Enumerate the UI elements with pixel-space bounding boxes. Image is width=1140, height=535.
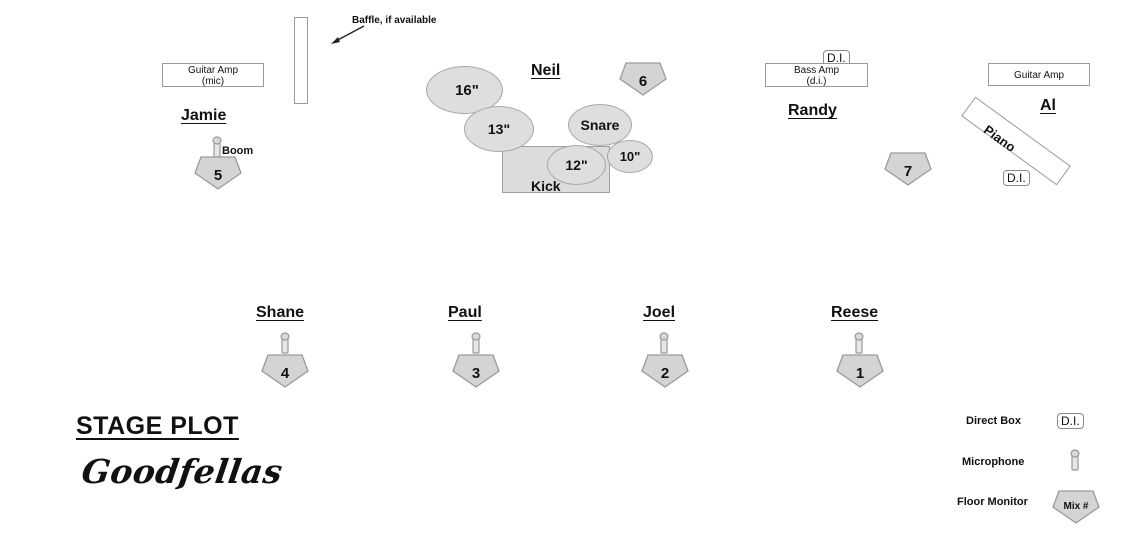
stage-plot-title: STAGE PLOT (76, 412, 239, 440)
baffle (294, 17, 308, 104)
direct-box-bass: D.I. (823, 50, 850, 66)
musician-joel: Joel (643, 304, 676, 321)
legend-floor-monitor-icon: Mix # (1052, 490, 1100, 524)
musician-jamie: Jamie (181, 107, 227, 124)
snare-drum: Snare (568, 104, 632, 146)
microphone-icon (280, 332, 290, 354)
tom-10-label: 10" (619, 149, 641, 164)
tom-16-label: 16" (455, 81, 479, 99)
tom-13-label: 13" (487, 121, 511, 137)
floor-monitor-3: 3 (452, 354, 500, 388)
microphone-icon (659, 332, 669, 354)
musician-al: Al (1040, 97, 1056, 114)
tom-16: 16" (426, 66, 503, 114)
microphone-icon (854, 332, 864, 354)
musician-randy: Randy (788, 102, 837, 119)
bass-amp-label: Bass Amp (793, 65, 840, 76)
tom-13: 13" (464, 106, 534, 152)
tom-10: 10" (607, 140, 653, 173)
monitor-mix-number: 6 (638, 73, 648, 90)
monitor-mix-number: 5 (213, 167, 223, 184)
musician-neil: Neil (531, 62, 561, 79)
bass-amp: Bass Amp (d.i.) (765, 63, 868, 87)
monitor-mix-number: 3 (471, 365, 481, 382)
tom-12-label: 12" (565, 157, 588, 173)
monitor-mix-number: 7 (903, 163, 913, 180)
bass-amp-sub: (d.i.) (806, 76, 827, 87)
boom-label: Boom (222, 145, 254, 157)
guitar-amp-al-label: Guitar Amp (1013, 70, 1065, 81)
guitar-amp-jamie-label: Guitar Amp (187, 65, 239, 76)
floor-monitor-5: 5 (194, 156, 242, 190)
legend-microphone: Microphone (962, 456, 1025, 468)
baffle-note: Baffle, if available (352, 15, 437, 26)
legend-mix-label: Mix # (1063, 501, 1089, 512)
tom-12: 12" (547, 145, 606, 185)
floor-monitor-7: 7 (884, 152, 932, 186)
legend-microphone-icon (1070, 449, 1080, 471)
guitar-amp-al: Guitar Amp (988, 63, 1090, 86)
legend-direct-box-icon: D.I. (1057, 413, 1084, 429)
monitor-mix-number: 4 (280, 365, 290, 382)
microphone-icon (212, 136, 222, 158)
musician-paul: Paul (448, 304, 482, 321)
floor-monitor-6: 6 (619, 62, 667, 96)
monitor-mix-number: 2 (660, 365, 670, 382)
floor-monitor-1: 1 (836, 354, 884, 388)
monitor-mix-number: 1 (855, 365, 865, 382)
band-name: Goodfellas (79, 452, 286, 491)
guitar-amp-jamie: Guitar Amp (mic) (162, 63, 264, 87)
legend-direct-box: Direct Box (966, 415, 1022, 427)
musician-shane: Shane (256, 304, 305, 321)
floor-monitor-2: 2 (641, 354, 689, 388)
floor-monitor-4: 4 (261, 354, 309, 388)
snare-label: Snare (580, 117, 620, 133)
kick-drum-label: Kick (531, 178, 561, 194)
microphone-icon (471, 332, 481, 354)
guitar-amp-jamie-sub: (mic) (201, 76, 225, 87)
legend-floor-monitor: Floor Monitor (957, 496, 1028, 508)
baffle-arrow-icon (331, 25, 365, 44)
musician-reese: Reese (831, 304, 879, 321)
direct-box-piano: D.I. (1003, 170, 1030, 186)
